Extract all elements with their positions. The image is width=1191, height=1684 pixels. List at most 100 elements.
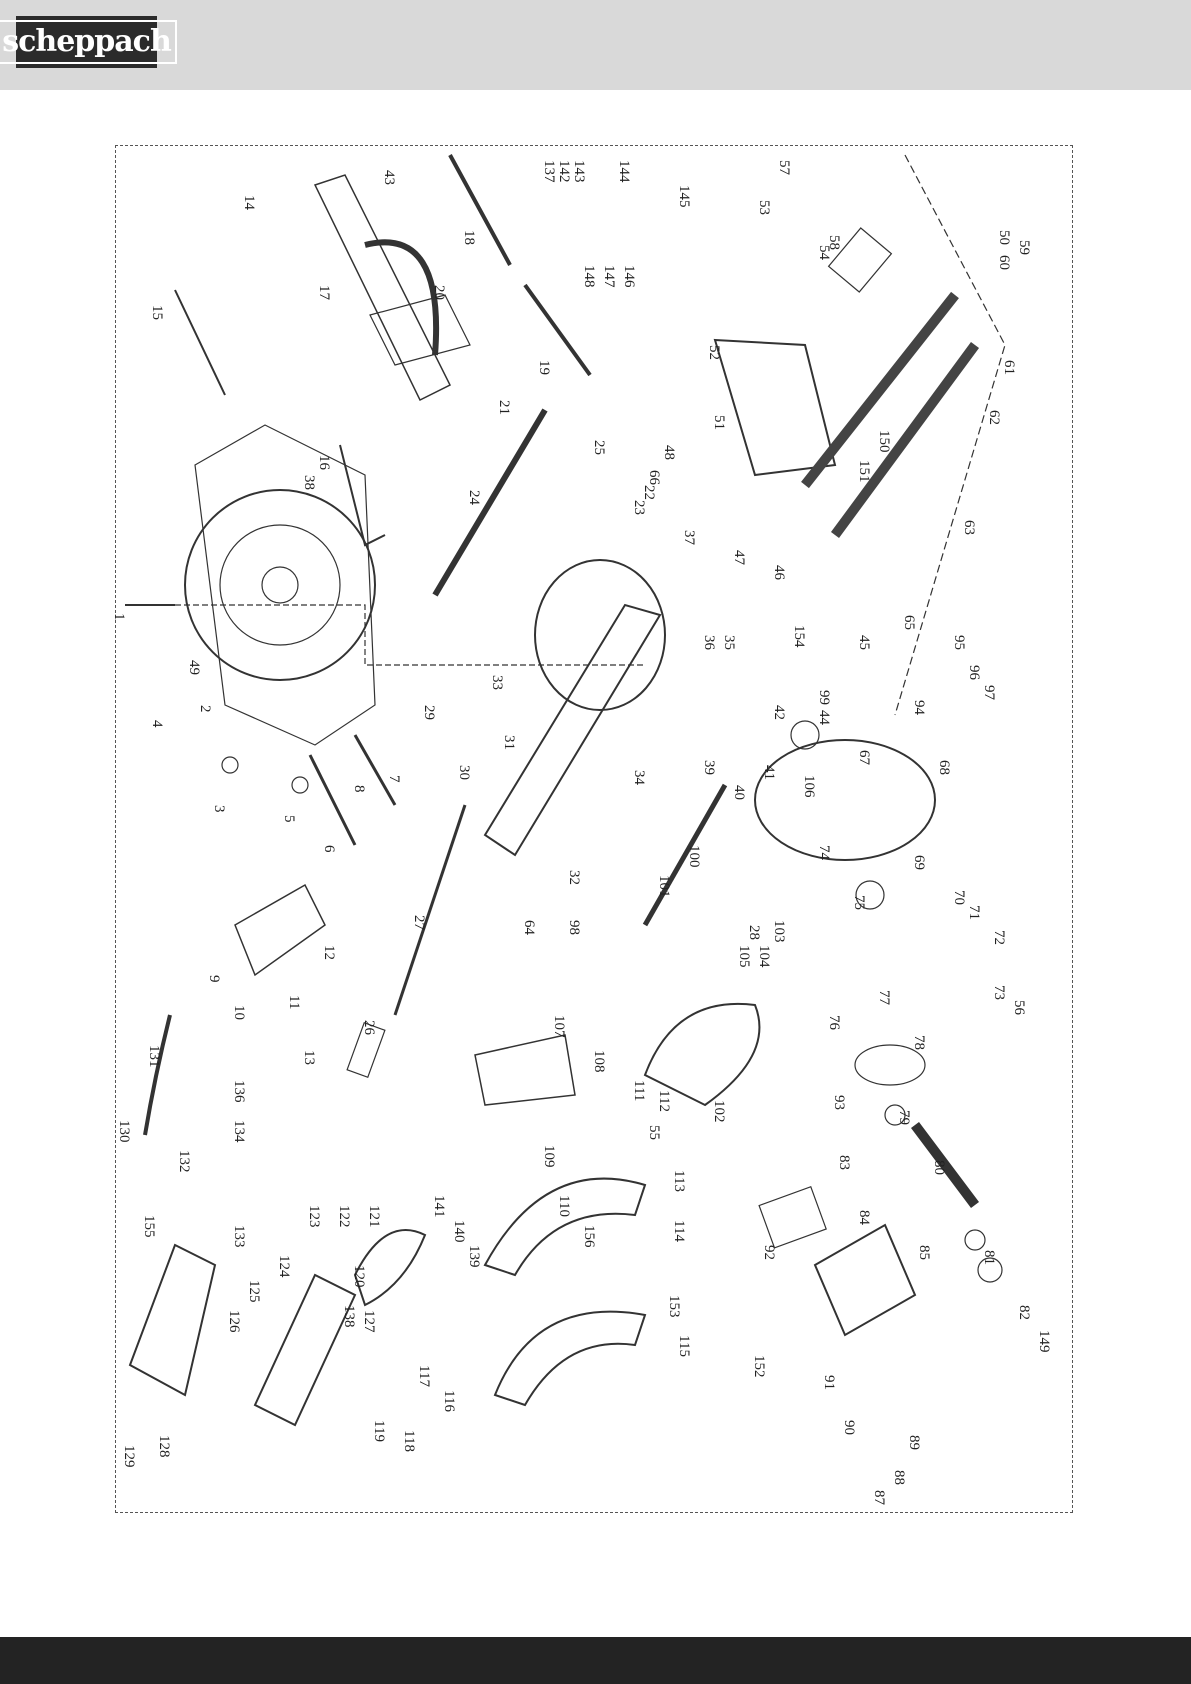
part-number: 40 [731,785,747,800]
turntable-inner [219,524,341,646]
part-number: 152 [751,1355,767,1378]
part-number: 27 [411,915,427,931]
part-number: 147 [601,265,617,288]
part-number: 129 [121,1445,137,1468]
part-number: 6 [321,845,337,853]
part-number: 3 [211,805,227,813]
bar-27 [393,804,467,1016]
dash-link [175,604,645,666]
rod-15 [174,289,226,396]
armature-81 [911,1122,979,1208]
part-number: 155 [141,1215,157,1238]
rail-18 [448,154,512,266]
part-number: 14 [241,195,257,211]
handle-120 [253,1273,357,1427]
part-number: 146 [621,265,637,288]
part-number: 35 [721,635,737,650]
part-number: 144 [616,160,632,183]
motor-housing-52 [713,338,837,477]
part-number: 85 [916,1245,932,1260]
bar-24 [432,408,548,597]
part-number: 123 [306,1205,322,1228]
part-number: 23 [631,500,647,515]
rail-19 [523,283,592,377]
part-number: 1 [115,613,127,621]
part-number: 99 [816,690,832,705]
part-number: 148 [581,265,597,288]
part-number: 88 [891,1470,907,1485]
part-number: 58 [826,235,842,250]
part-number: 116 [441,1390,457,1412]
part-number: 102 [711,1100,727,1123]
part-number: 100 [686,845,702,868]
part-number: 28 [746,925,762,940]
part-number: 30 [456,765,472,780]
part-number: 139 [466,1245,482,1268]
part-number: 36 [701,635,717,651]
lever-100 [642,783,728,927]
part-number: 142 [556,160,572,183]
part-number: 21 [496,400,512,415]
part-number: 17 [316,285,332,301]
part-number: 156 [581,1225,597,1248]
field-84 [758,1185,827,1249]
part-number: 90 [841,1420,857,1435]
part-number: 130 [116,1120,132,1143]
part-number: 74 [816,845,832,861]
stator-79 [854,1044,926,1086]
part-number: 91 [821,1375,837,1390]
part-number: 113 [671,1170,687,1192]
logo-text: scheppach [0,20,177,64]
rod-16 [339,444,386,547]
part-number: 87 [871,1490,887,1506]
part-number: 71 [966,905,982,920]
part-number: 75 [851,895,867,910]
cover-115 [493,1310,647,1407]
part-number: 150 [876,430,892,453]
part-number: 111 [631,1080,647,1101]
slide-tube-66 [801,291,959,489]
part-number: 119 [371,1420,387,1442]
center-line [894,154,1006,716]
part-number: 67 [856,750,872,766]
part-number: 32 [566,870,582,885]
part-number: 92 [761,1245,777,1260]
part-number: 37 [681,530,697,546]
blade-flange-67 [790,720,820,750]
brand-logo: scheppach [0,16,177,68]
part-number: 62 [986,410,1002,425]
housing-10 [234,883,326,977]
part-number: 118 [401,1430,417,1452]
part-number: 128 [156,1435,172,1458]
part-number: 126 [226,1310,242,1333]
part-number: 137 [541,160,557,183]
part-number: 18 [461,230,477,245]
part-number: 42 [771,705,787,720]
part-number: 117 [416,1365,432,1387]
part-number: 5 [281,815,297,823]
part-number: 83 [836,1155,852,1170]
bracket-58 [827,227,893,293]
part-number: 46 [771,565,787,581]
part-number: 2 [197,705,213,713]
exploded-parts-diagram: 1 2 3 4 5 6 7 8 9 10 11 12 13 14 15 16 1… [115,154,1052,1506]
part-number: 31 [501,735,517,750]
cover-114 [483,1177,647,1277]
part-number: 98 [566,920,582,935]
part-number: 153 [666,1295,682,1318]
part-number: 141 [431,1195,447,1218]
turntable-hub [261,566,299,604]
handle-117 [353,1229,427,1307]
part-number: 43 [381,170,397,185]
part-number: 56 [1011,1000,1027,1016]
part-number: 66 [646,470,662,486]
part-number: 114 [671,1220,687,1242]
part-number: 49 [186,660,202,675]
part-number: 25 [591,440,607,455]
grip-26 [346,1021,386,1079]
part-number: 96 [966,665,982,681]
part-number: 107 [551,1015,567,1038]
part-number: 19 [536,360,552,375]
knob-5 [291,776,309,794]
part-number: 70 [951,890,967,905]
